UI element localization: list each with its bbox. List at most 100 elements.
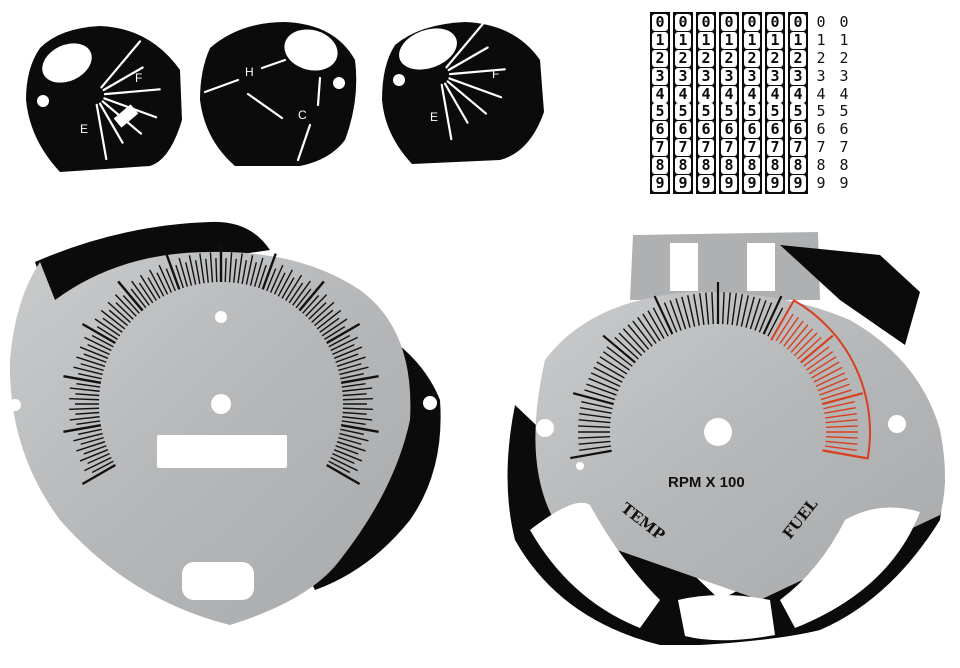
odometer-digit: 2 xyxy=(744,49,760,67)
odometer-digit: 3 xyxy=(698,67,714,85)
odometer-digit: 7 xyxy=(721,139,737,157)
odometer-digit: 8 xyxy=(839,156,849,174)
odometer-digit: 6 xyxy=(790,121,806,139)
odometer-digit: 5 xyxy=(816,102,826,121)
odometer-digit: 4 xyxy=(816,84,826,103)
rpm-label: RPM X 100 xyxy=(668,474,745,491)
odometer-digit: 6 xyxy=(698,121,714,139)
odometer-digit: 0 xyxy=(816,13,826,31)
odometer-digit: 2 xyxy=(767,49,783,67)
odometer-digit: 6 xyxy=(721,121,737,139)
fuel-gauge-right: F E xyxy=(382,20,544,164)
odometer-digit: 5 xyxy=(698,103,714,121)
odometer-digit: 4 xyxy=(675,85,691,103)
odometer-digit: 0 xyxy=(767,14,783,31)
odometer-digit: 6 xyxy=(816,120,826,139)
odometer-digit: 7 xyxy=(839,138,849,157)
odometer-digit: 3 xyxy=(744,67,760,85)
odometer-digit: 7 xyxy=(675,139,691,157)
odometer-digit: 0 xyxy=(698,14,714,31)
odometer-digit: 4 xyxy=(652,85,668,103)
odometer-digit: 9 xyxy=(816,173,826,192)
odometer-digit: 4 xyxy=(698,85,714,103)
odometer-digit: 7 xyxy=(744,139,760,157)
fuel-empty-label: E xyxy=(80,122,88,136)
odometer-digit: 2 xyxy=(790,49,806,67)
odometer-digit: 2 xyxy=(839,48,849,67)
odometer-digit: 5 xyxy=(839,102,849,121)
odometer-digit: 1 xyxy=(652,31,668,49)
odometer-digit: 0 xyxy=(744,14,760,31)
odometer-digit: 7 xyxy=(652,139,668,157)
odometer-digit: 5 xyxy=(790,103,806,121)
odometer-digit: 2 xyxy=(698,49,714,67)
fuel-full-label: F xyxy=(135,71,142,85)
temp-hot-label: H xyxy=(245,65,254,79)
odometer-digit: 0 xyxy=(675,14,691,31)
odometer-digit: 8 xyxy=(675,157,691,174)
odometer-digit: 4 xyxy=(744,85,760,103)
odometer-digit: 8 xyxy=(744,157,760,174)
speedometer-face xyxy=(9,221,441,625)
odometer-digit: 5 xyxy=(675,103,691,121)
odometer-digit: 7 xyxy=(698,139,714,157)
odometer-digit: 1 xyxy=(767,31,783,49)
odometer-digit: 5 xyxy=(652,103,668,121)
odometer-digit: 0 xyxy=(790,14,806,31)
odometer-digit: 2 xyxy=(721,49,737,67)
odometer-digit: 8 xyxy=(698,157,714,174)
odometer-digit: 3 xyxy=(721,67,737,85)
odometer-digit: 8 xyxy=(767,157,783,174)
odometer-digit: 3 xyxy=(652,67,668,85)
odometer-digit: 9 xyxy=(698,174,714,192)
odometer-digit: 8 xyxy=(721,157,737,174)
odometer-digit: 0 xyxy=(839,13,849,31)
odometer-digit: 9 xyxy=(652,174,668,192)
odometer-digit: 7 xyxy=(790,139,806,157)
odometer-digit: 8 xyxy=(816,156,826,174)
odometer-digit: 4 xyxy=(721,85,737,103)
odometer-digit: 1 xyxy=(816,30,826,49)
odometer-digit: 9 xyxy=(790,174,806,192)
odometer-digit: 0 xyxy=(721,14,737,31)
odometer-digit: 8 xyxy=(652,157,668,174)
odometer-digit: 5 xyxy=(744,103,760,121)
odometer-digit: 1 xyxy=(721,31,737,49)
odometer-digit: 1 xyxy=(675,31,691,49)
odometer-digit: 9 xyxy=(767,174,783,192)
odometer-digit: 9 xyxy=(744,174,760,192)
odometer-digit: 7 xyxy=(816,138,826,157)
odometer-digit: 4 xyxy=(839,84,849,103)
odometer-digit: 3 xyxy=(790,67,806,85)
odometer-digit: 3 xyxy=(839,66,849,85)
odometer-digit: 3 xyxy=(675,67,691,85)
odometer-digit: 1 xyxy=(744,31,760,49)
odometer-digit: 7 xyxy=(767,139,783,157)
odometer-digit: 6 xyxy=(767,121,783,139)
odometer-digit: 9 xyxy=(839,173,849,192)
odometer-digit: 6 xyxy=(652,121,668,139)
odometer-digit: 5 xyxy=(767,103,783,121)
temp-cold-label: C xyxy=(298,108,307,122)
odometer-digit: 6 xyxy=(675,121,691,139)
fuel-full-label-right: F xyxy=(492,67,499,81)
odometer-digit: 0 xyxy=(652,14,668,31)
odometer-digit: 1 xyxy=(839,30,849,49)
tachometer-face: RPM X 100 TEMP FUEL xyxy=(507,232,945,645)
odometer-digit: 2 xyxy=(652,49,668,67)
odometer-digit: 4 xyxy=(790,85,806,103)
odometer-digit: 1 xyxy=(698,31,714,49)
odometer-digit: 3 xyxy=(816,66,826,85)
odometer-digit: 2 xyxy=(675,49,691,67)
odometer-digit: 2 xyxy=(816,48,826,67)
odometer-digit: 9 xyxy=(675,174,691,192)
